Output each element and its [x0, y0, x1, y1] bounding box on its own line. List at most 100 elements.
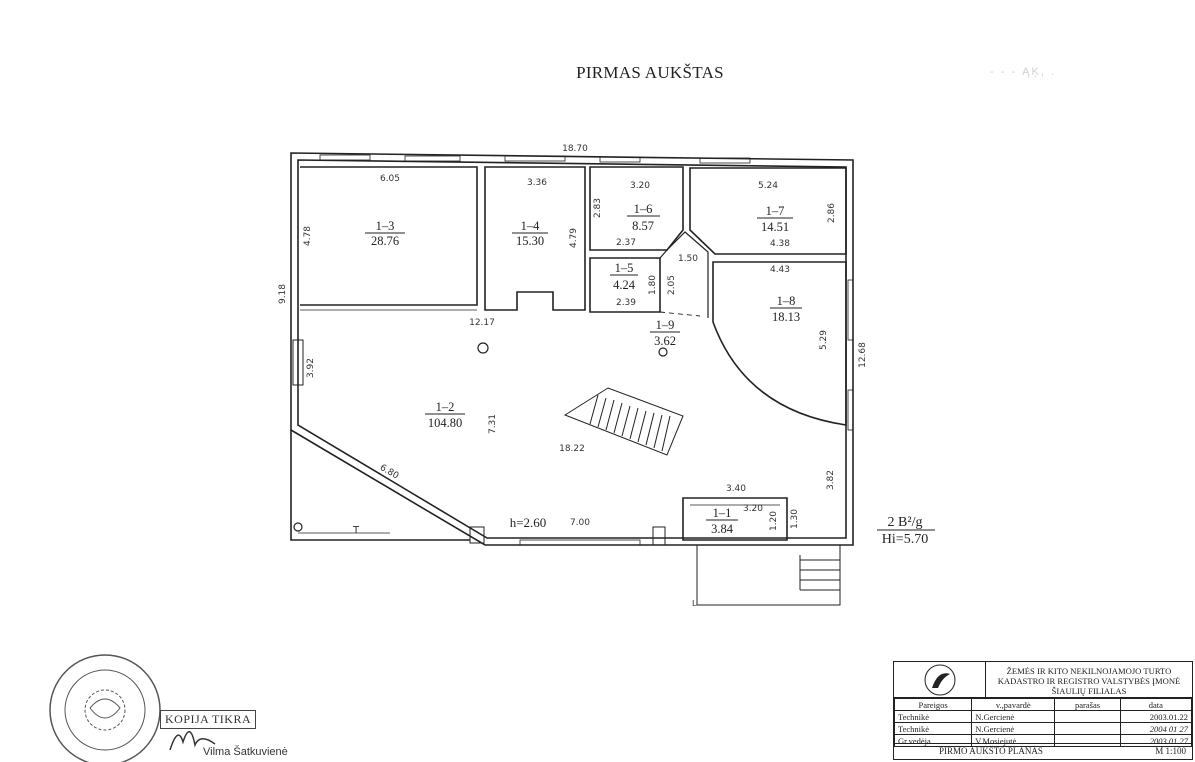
dim-label: 5.24	[758, 181, 778, 191]
dim-label: 2.05	[667, 275, 677, 295]
staircase	[563, 387, 684, 456]
dim-label: 1.50	[678, 254, 698, 264]
svg-text:1–7: 1–7	[766, 204, 785, 218]
dim-label: 9.18	[278, 284, 288, 304]
window	[504, 155, 566, 162]
table-row: Technikė N.Gercienė 2003.01.22	[893, 710, 1193, 723]
svg-text:4.24: 4.24	[613, 278, 636, 292]
organization-name: ŽEMĖS IR KITO NEKILNOJAMOJO TURTO KADAST…	[986, 662, 1192, 698]
wall-pillar	[652, 526, 666, 546]
window	[699, 157, 751, 164]
dim-label: 3.20	[630, 181, 650, 191]
dim-label: 2.83	[593, 198, 603, 218]
room-1-6-label: 1–6 8.57	[627, 202, 660, 233]
room-1-7-walls	[689, 167, 847, 255]
building-class: 2 B²/g	[888, 515, 923, 530]
dim-label: 3.92	[306, 358, 316, 378]
plan-title: PIRMAS AUKŠTAS	[576, 63, 724, 82]
svg-text:104.80: 104.80	[428, 416, 462, 430]
walls	[290, 152, 854, 606]
svg-text:1–5: 1–5	[615, 261, 634, 275]
wall-pillar	[292, 339, 304, 386]
dim-label: 18.22	[559, 444, 585, 454]
dim-label: 18.70	[562, 144, 588, 154]
dim-label: 7.00	[570, 518, 590, 528]
svg-text:3.62: 3.62	[654, 334, 676, 348]
window	[599, 156, 641, 163]
room-1-9-label: 1–9 3.62	[650, 318, 680, 348]
dim-label: 4.79	[569, 228, 579, 248]
room-1-2-label: 1–2 104.80	[425, 400, 465, 430]
dim-label: 5.29	[819, 330, 829, 350]
dim-label: 3.36	[527, 178, 547, 188]
svg-text:28.76: 28.76	[371, 234, 399, 248]
faint-header-text: - - - ĄĶ, .	[990, 66, 1056, 78]
column	[658, 347, 668, 357]
dim-label: 3.20	[743, 504, 763, 514]
dim-label: 2.37	[616, 238, 636, 248]
exterior-wall-inner	[297, 159, 847, 539]
room-1-9-walls	[666, 231, 709, 318]
window	[319, 154, 371, 161]
dim-label: 1.20	[769, 511, 779, 531]
dim-label: 1.30	[790, 509, 800, 529]
dim-label: 3.82	[826, 470, 836, 490]
lower-left-wall	[290, 430, 470, 541]
table-header-row: Pareigos v.,pavardė parašas data	[893, 698, 1193, 711]
window	[519, 539, 641, 546]
signature	[169, 731, 216, 751]
svg-text:18.13: 18.13	[772, 310, 800, 324]
room-labels: 1–3 28.76 1–4 15.30 1–6 8.57 1–7 14.51 1…	[365, 202, 802, 536]
drawing-title: PIRMO AUKŠTO PLANAS	[939, 746, 1043, 756]
room-1-6-walls	[589, 166, 684, 251]
column	[477, 342, 489, 354]
svg-text:15.30: 15.30	[516, 234, 544, 248]
dim-label: 3.40	[726, 484, 746, 494]
svg-text:1–9: 1–9	[656, 318, 675, 332]
dim-label: 4.38	[770, 239, 790, 249]
window	[847, 279, 854, 341]
room-1-4-walls	[484, 166, 586, 311]
dim-label: 4.78	[303, 226, 313, 246]
dim-label: 6.05	[380, 174, 400, 184]
room-1-5-label: 1–5 4.24	[610, 261, 638, 292]
seal-stamp	[49, 654, 161, 762]
window	[847, 389, 854, 431]
dimension-labels: 18.70 6.05 3.36 3.20 5.24 4.78 4.79 2.83…	[278, 144, 868, 531]
room-1-8-label: 1–8 18.13	[770, 294, 802, 324]
room-1-7-label: 1–7 14.51	[757, 204, 793, 234]
dim-label: 1.80	[648, 275, 658, 295]
dim-label: 4.43	[770, 265, 790, 275]
room-1-3-walls	[300, 166, 478, 306]
porch	[696, 545, 841, 606]
building-height: Hi=5.70	[882, 532, 928, 547]
building-marks: 2 B²/g Hi=5.70	[877, 515, 935, 547]
section-mark-l: L	[692, 599, 697, 608]
copy-certified-stamp: KOPIJA TIKRA	[160, 710, 257, 729]
svg-text:1–4: 1–4	[521, 219, 541, 233]
svg-text:14.51: 14.51	[761, 220, 789, 234]
dim-label: 7.31	[488, 414, 498, 434]
signer-name: Vilma Šatkuvienė	[203, 746, 288, 758]
dim-label: 12.17	[469, 318, 495, 328]
room-1-3-label: 1–3 28.76	[365, 219, 405, 248]
window	[404, 155, 461, 162]
room-1-1-walls	[682, 497, 788, 541]
table-row: Technikė N.Gercienė 2004 01 27	[893, 722, 1193, 735]
porch-steps	[799, 555, 840, 591]
room-1-8-walls	[712, 261, 847, 426]
signatures-table: Pareigos v.,pavardė parašas data Technik…	[893, 698, 1193, 747]
exterior-wall-outer	[290, 152, 854, 546]
section-mark-t: T	[352, 525, 360, 536]
svg-text:1–3: 1–3	[376, 219, 395, 233]
column	[293, 522, 303, 532]
cadastre-logo	[894, 662, 986, 698]
svg-text:1–1: 1–1	[713, 506, 732, 520]
svg-text:1–6: 1–6	[634, 202, 653, 216]
room-1-1-label: 1–1 3.84	[706, 506, 738, 536]
drawing-scale: M 1:100	[1155, 746, 1186, 756]
dim-label: 2.39	[616, 298, 636, 308]
dim-label: 2.86	[827, 203, 837, 223]
svg-text:3.84: 3.84	[711, 522, 734, 536]
